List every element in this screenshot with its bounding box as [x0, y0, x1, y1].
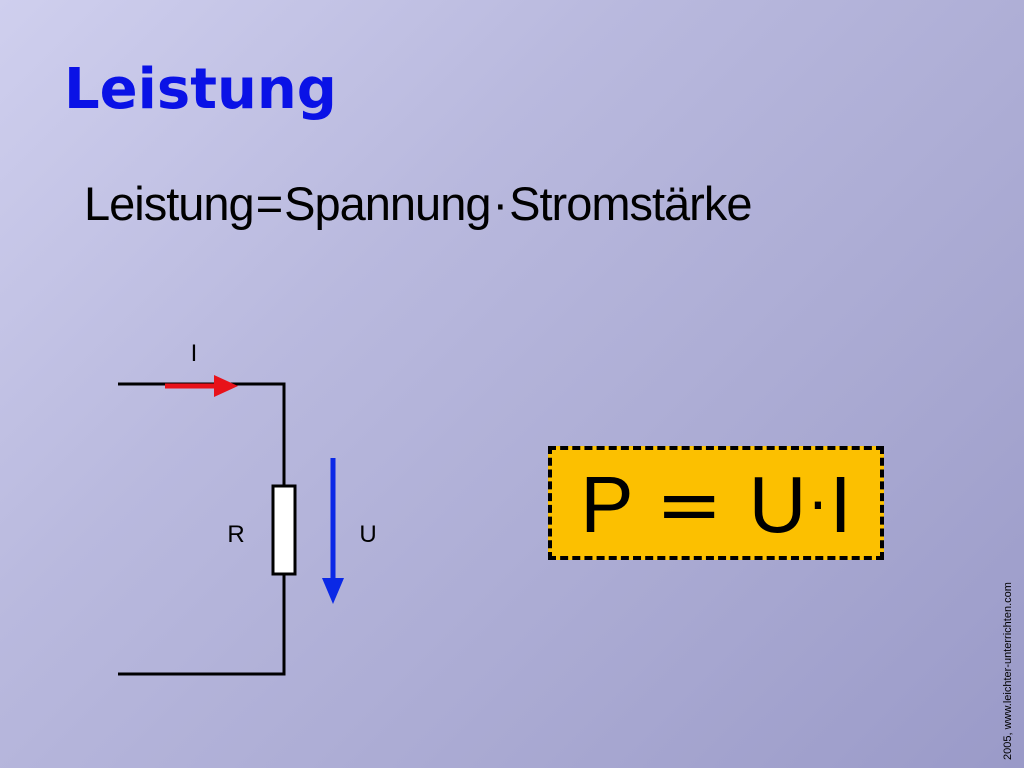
word-formula-times: ·: [492, 177, 508, 230]
word-formula: Leistung=Spannung·Stromstärke: [84, 177, 752, 230]
slide-title: Leistung: [64, 57, 337, 122]
formula-power-symbol: P: [580, 460, 634, 549]
voltage-label: U: [359, 521, 376, 548]
voltage-arrow: [322, 458, 344, 604]
formula-box: P= U·I: [548, 446, 884, 560]
resistor-label: R: [227, 521, 244, 548]
power-formula: P=U·I: [580, 465, 851, 545]
formula-times: ·: [808, 471, 828, 541]
formula-equals: =: [655, 458, 723, 551]
word-formula-equals: =: [255, 177, 283, 230]
top-wire: [118, 382, 286, 486]
current-arrow: [165, 375, 238, 397]
current-label: I: [191, 340, 198, 367]
credit-text: 2005, www.leichter-unterrichten.com: [1002, 582, 1014, 760]
formula-voltage-symbol: U: [748, 460, 807, 549]
word-formula-current: Stromstärke: [509, 177, 752, 230]
resistor: [271, 484, 297, 576]
formula-current-symbol: I: [829, 460, 852, 549]
word-formula-power: Leistung: [84, 177, 255, 230]
bottom-wire: [118, 574, 286, 676]
word-formula-voltage: Spannung: [284, 177, 491, 230]
